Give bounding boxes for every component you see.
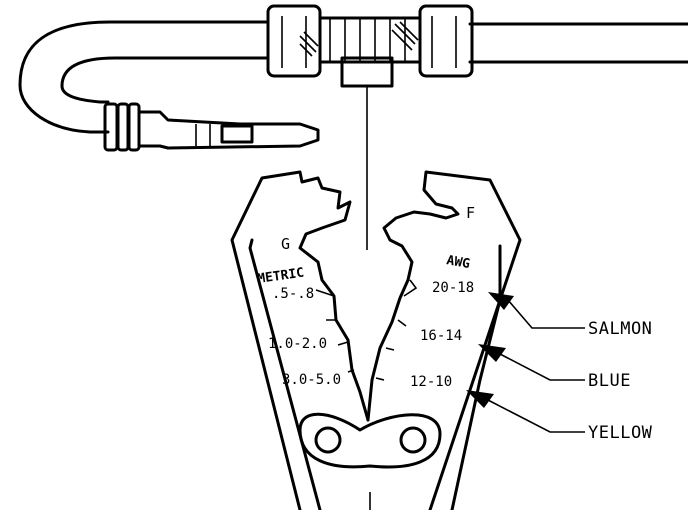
awg-size-1: 20-18 (432, 280, 474, 296)
label-awg: AWG (445, 253, 471, 272)
splice-connector (266, 4, 474, 250)
ring-terminal (103, 102, 320, 152)
awg-size-2: 16-14 (420, 328, 462, 344)
label-g: G (281, 235, 290, 253)
callout-arrows (466, 292, 585, 433)
callout-yellow: YELLOW (588, 423, 653, 443)
metric-size-3: 3.0-5.0 (282, 372, 341, 388)
metric-size-2: 1.0-2.0 (268, 336, 327, 352)
arrow-head-salmon (488, 292, 514, 310)
label-f: F (466, 204, 475, 222)
arrow-head-yellow (466, 390, 494, 408)
awg-size-3: 12-10 (410, 374, 452, 390)
crimp-tool-body (230, 170, 522, 510)
callout-blue: BLUE (588, 371, 631, 391)
label-metric: METRIC (256, 266, 305, 287)
arrow-head-blue (478, 344, 506, 362)
metric-size-1: .5-.8 (272, 286, 314, 302)
cable (18, 20, 688, 134)
callout-salmon: SALMON (588, 319, 652, 339)
